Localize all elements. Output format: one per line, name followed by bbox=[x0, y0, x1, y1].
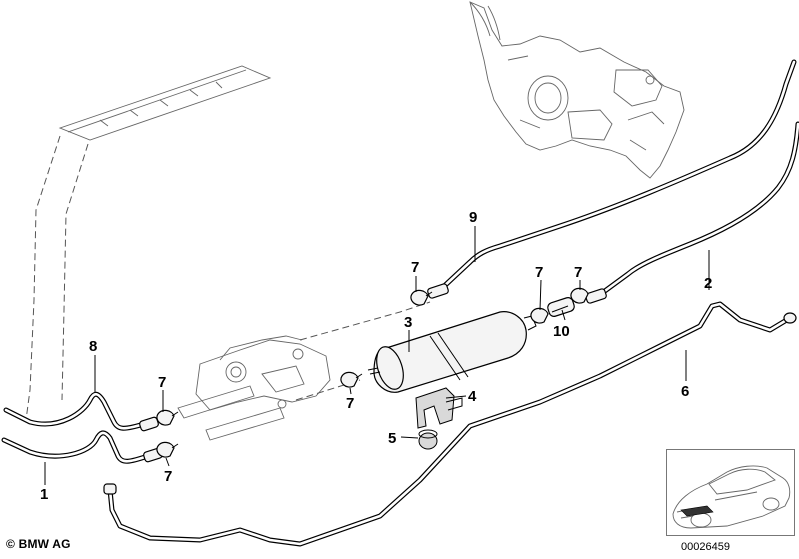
callout-7-mid: 7 bbox=[346, 395, 354, 412]
fuel-line-8 bbox=[3, 391, 159, 432]
callout-8: 8 bbox=[89, 338, 97, 355]
callout-6: 6 bbox=[681, 383, 689, 400]
leader-lines bbox=[44, 226, 710, 485]
callout-4: 4 bbox=[468, 388, 477, 405]
fuel-filter bbox=[367, 311, 537, 393]
hose-clamp-7-left-lower bbox=[156, 441, 179, 458]
callout-7-upper: 7 bbox=[411, 259, 419, 276]
car-sketch-icon bbox=[672, 465, 791, 529]
fuel-tank bbox=[469, 1, 685, 179]
vehicle-thumbnail bbox=[666, 449, 795, 536]
callout-10: 10 bbox=[553, 323, 570, 340]
callouts: 1 2 3 4 5 6 7 7 7 7 7 7 8 9 10 bbox=[40, 209, 712, 503]
callout-7-left-lower: 7 bbox=[164, 468, 172, 485]
fuel-line-1 bbox=[1, 430, 163, 464]
callout-7-right-b: 7 bbox=[574, 264, 582, 281]
filter-clamp bbox=[415, 387, 463, 429]
fuel-line-9 bbox=[427, 59, 797, 299]
connector-10 bbox=[547, 297, 575, 317]
rubber-sleeve bbox=[418, 429, 438, 450]
callout-2: 2 bbox=[704, 275, 712, 292]
fuel-line-6 bbox=[103, 301, 797, 547]
callout-5: 5 bbox=[388, 430, 396, 447]
fuel-line-2 bbox=[585, 121, 799, 304]
hose-clamp-7-upper bbox=[410, 289, 433, 306]
callout-9: 9 bbox=[469, 209, 477, 226]
hose-clamp-7-mid bbox=[340, 371, 363, 388]
hose-clamp-7-right-b bbox=[570, 287, 589, 304]
callout-3: 3 bbox=[404, 314, 412, 331]
callout-7-left-upper: 7 bbox=[158, 374, 166, 391]
diagram-number: 00026459 bbox=[681, 541, 730, 553]
fuel-rail bbox=[25, 65, 272, 421]
callout-1: 1 bbox=[40, 486, 48, 503]
copyright-label: © BMW AG bbox=[6, 537, 71, 551]
callout-7-right-a: 7 bbox=[535, 264, 543, 281]
hose-clamp-7-right-a bbox=[530, 307, 549, 324]
hose-clamp-7-left-upper bbox=[156, 409, 179, 426]
